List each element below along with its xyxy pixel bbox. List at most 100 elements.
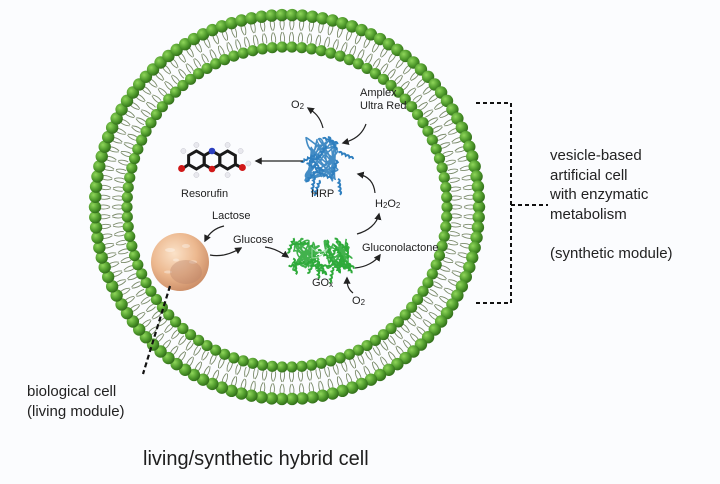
reaction-arrows [204,107,382,294]
lipid-head-inner [184,329,197,341]
lipid-head-inner [136,134,148,146]
lipid-head-outer [91,231,104,244]
lipid-head-outer [316,12,329,25]
synthetic-module-description: vesicle-based artificial cell with enzym… [550,146,673,264]
lipid-head-outer [472,200,486,214]
lipid-head-inner [150,108,163,121]
lipid-head-outer [470,170,483,183]
lipid-head-inner [296,42,308,54]
lipid-head-inner [266,360,278,372]
lipid-head-inner [422,125,434,137]
lipid-head-inner [441,211,453,223]
lipid-head-inner [385,79,397,92]
lipid-head-inner [156,101,168,113]
lipid-head-outer [89,211,102,224]
lipid-head-outer [255,391,268,404]
lipid-head-outer [91,170,104,183]
lipid-head-outer [336,16,349,30]
lipid-head-inner [385,322,397,335]
lipid-head-inner [286,361,298,373]
lipid-head-inner [121,201,133,213]
lipid-head-inner [433,249,446,262]
lipid-head-inner [417,117,429,129]
living-line-1: biological cell [27,383,117,400]
lipid-head-outer [463,261,476,274]
lipid-head-inner [219,54,231,66]
o2-top-subscript: 2 [299,102,304,112]
lipid-head-outer [345,20,359,33]
lipid-head-inner [441,191,453,203]
lipid-head-outer [101,130,115,144]
lipid-head-outer [336,384,349,398]
gox-subscript: x [329,280,334,290]
lipid-head-inner [193,334,205,346]
lipid-head-inner [325,47,337,59]
lipid-head-inner [177,79,189,92]
lipid-head-inner [247,45,259,57]
lipid-head-outer [275,392,289,406]
lipid-head-outer [215,20,229,33]
lipid-head-inner [132,259,144,271]
synthetic-line-4: metabolism [550,205,627,223]
lipid-head-inner [170,86,182,98]
arrow-gox-to-h2o2 [356,212,382,235]
lipid-head-inner [377,73,390,85]
diagram-title: living/synthetic hybrid cell [143,448,369,470]
o2-top-label: O2 [291,99,304,112]
h2o2-o: O [387,198,396,210]
lipid-head-outer [455,121,469,134]
lipid-head-inner [426,134,438,146]
lipid-head-outer [265,9,278,22]
amplex-line-1: Amplex [360,87,397,99]
lipid-head-inner [184,73,197,85]
lipid-head-outer [98,261,111,274]
lipid-head-outer [225,16,238,30]
o2-bottom-label: O2 [352,295,365,308]
lipid-head-outer [265,392,278,405]
lipid-head-inner [163,309,175,321]
lipid-head-inner [352,344,364,356]
lipid-head-inner [145,285,157,297]
lipid-head-inner [228,50,240,62]
lipid-head-inner [126,240,138,252]
lipid-head-inner [124,172,136,184]
lactose-label: Lactose [212,210,251,222]
lipid-head-inner [122,181,134,193]
arrow-h2o2-to-hrp [356,171,376,194]
living-module-description: biological cell (living module) [27,382,125,421]
synthetic-line-2: artificial cell [550,166,628,184]
lipid-head-outer [235,387,248,400]
lipid-head-outer [470,231,483,244]
arrow-lactose-to-cell [204,225,225,243]
lipid-head-outer [105,121,119,134]
lipid-head-outer [459,270,473,284]
o2-bottom-subscript: 2 [360,298,365,308]
lipid-head-inner [352,58,364,70]
lipid-head-inner [193,68,205,80]
lipid-head-inner [441,201,453,213]
lipid-head-inner [392,316,404,328]
lipid-head-inner [411,108,424,121]
lipid-head-outer [459,130,473,144]
resorufin-label: Resorufin [181,188,229,200]
lipid-head-outer [89,180,103,193]
glucose-label: Glucose [233,234,274,246]
lipid-head-inner [210,344,222,356]
lipid-head-inner [140,277,152,289]
lipid-head-inner [256,359,269,371]
lipid-head-outer [468,241,481,254]
lipid-head-inner [121,211,133,223]
lipid-head-outer [245,12,258,25]
lipid-head-inner [305,359,318,371]
lipid-head-outer [326,387,339,400]
lipid-head-inner [256,43,269,55]
lipid-head-inner [219,348,231,360]
lipid-head-outer [225,384,238,398]
lipid-head-inner [399,93,411,105]
lipid-head-outer [471,221,485,234]
lipid-head-outer [101,270,115,284]
lipid-head-inner [325,355,337,367]
hrp-label: HRP [311,188,335,200]
lipid-head-inner [392,86,404,98]
lipid-head-inner [438,172,450,184]
